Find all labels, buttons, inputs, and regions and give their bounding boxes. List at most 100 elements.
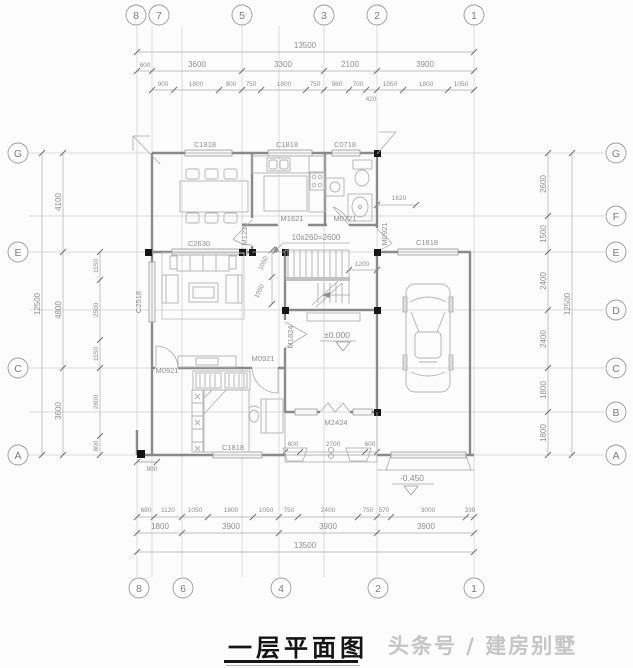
dimension-texts: 13500 600 3600 3300 2100 3900 900 1800 9… <box>33 41 572 550</box>
dim: 3900 <box>222 522 240 531</box>
dim: 750 <box>310 81 321 88</box>
entry-door-label: M2424 <box>325 418 348 427</box>
axis-bubble-bottom-2 <box>367 577 389 599</box>
dimension-lines <box>41 51 573 553</box>
bedroom-door-left-label: M0921 <box>156 366 179 375</box>
axis-label: 4 <box>278 583 284 595</box>
footer: 一层平面图 头条号 / 建房别墅 <box>0 626 633 668</box>
axis-label: A <box>14 450 21 462</box>
axis-label: D <box>612 305 620 317</box>
bedroom-door-left-swing <box>155 345 179 369</box>
dim: 2100 <box>341 60 359 69</box>
axis-label: 3 <box>321 10 327 22</box>
dim: 2400 <box>539 272 548 290</box>
dim: 600 <box>140 62 151 69</box>
axis-bubble-right-B <box>605 401 627 423</box>
hall-door-label: M1824 <box>286 326 295 349</box>
bath-window-label: C0718 <box>334 140 356 149</box>
axis-label: 7 <box>156 10 162 22</box>
dim: 1150 <box>93 347 100 361</box>
stair-arrow <box>322 292 330 298</box>
axis-label: C <box>14 363 22 375</box>
axis-bubble-right-E <box>605 241 627 263</box>
dim: 800 <box>147 466 158 473</box>
hall-cabinet <box>306 312 361 322</box>
dim-bottom-total: 13500 <box>294 541 317 550</box>
dim: 1800 <box>151 522 169 531</box>
axis-label: 1 <box>471 583 477 595</box>
axis-label: 5 <box>239 10 245 22</box>
dim: 3600 <box>54 402 63 420</box>
axis-bubble-bottom-6 <box>172 577 194 599</box>
dim: 3900 <box>416 60 434 69</box>
bedroom-door-right-swing <box>251 367 279 394</box>
dim: 1050 <box>188 507 203 514</box>
opening-labels: C1818 C1818 C0718 C2630 C2518 C1818 C181… <box>134 140 438 452</box>
dim: 900 <box>226 81 237 88</box>
axis-label: 2 <box>374 10 380 22</box>
dim: 3600 <box>188 60 206 69</box>
axis-bubble-bottom-1 <box>463 577 485 599</box>
entry-door-fold <box>319 402 351 413</box>
axis-bubble-right-D <box>605 299 627 321</box>
dining-set <box>179 168 249 224</box>
dim-top-total: 13500 <box>294 41 317 50</box>
axis-bubble-left-E <box>7 241 29 263</box>
dim: 1500 <box>539 225 548 243</box>
axis-bubble-top-3 <box>313 4 335 26</box>
dim: 2400 <box>321 507 336 514</box>
axis-label: G <box>612 148 620 160</box>
axis-bubble-left-C <box>7 357 29 379</box>
level-markers: ±0.000 -0.450 <box>320 330 434 496</box>
outdoor-level-triangle <box>403 485 419 496</box>
axis-label: E <box>612 247 619 259</box>
kitchen-door-label: M1621 <box>281 214 304 223</box>
dim: 4800 <box>54 301 63 319</box>
dim: 1800 <box>539 381 548 399</box>
stairs <box>252 242 350 308</box>
axis-bubble-right-C <box>605 357 627 379</box>
dim: 1050 <box>253 283 266 299</box>
dining-window-label: C1818 <box>194 140 216 149</box>
indoor-level-text: ±0.000 <box>324 330 350 340</box>
axis-bubble-bottom-4 <box>270 577 292 599</box>
axis-label: F <box>613 211 619 223</box>
axis-bubble-left-G <box>7 142 29 164</box>
watermark-text: 头条号 / 建房别墅 <box>388 633 578 658</box>
dim: 1800 <box>224 507 239 514</box>
dim: 1800 <box>419 81 434 88</box>
axis-bubble-top-7 <box>148 4 170 26</box>
dining-door-swing <box>232 219 253 246</box>
porch-and-site <box>132 131 474 471</box>
bathroom-fixtures <box>325 159 373 222</box>
dim: 600 <box>288 441 299 448</box>
hall-door-swing <box>284 321 308 349</box>
dim: 750 <box>246 81 257 88</box>
dim: 330 <box>465 507 476 514</box>
bedroom-window-label: C1818 <box>222 443 244 452</box>
dim: 700 <box>353 81 364 88</box>
dimension-ticks <box>38 48 576 556</box>
axis-bubble-right-G <box>605 142 627 164</box>
dim: 900 <box>158 81 169 88</box>
dim: 1050 <box>257 255 270 271</box>
dim: 750 <box>363 507 374 514</box>
dim-top-sub: 420 <box>366 96 377 103</box>
dim: 2500 <box>93 302 100 317</box>
dim: 2400 <box>539 330 548 348</box>
stair-note-arrow <box>272 246 279 254</box>
garage-window-label: C1818 <box>416 238 438 247</box>
title-underline <box>224 660 358 663</box>
dim: 1050 <box>383 81 398 88</box>
dim: 1050 <box>259 507 274 514</box>
car <box>402 283 454 393</box>
page-title: 一层平面图 <box>228 633 368 662</box>
bedroom-furniture <box>191 370 284 453</box>
axis-bubble-right-A <box>605 444 627 466</box>
axis-label: G <box>14 148 22 160</box>
stair-note: 10x260=2600 <box>292 233 341 242</box>
axis-label: 8 <box>136 583 142 595</box>
dim-right-total: 12500 <box>563 292 572 315</box>
dim: 750 <box>284 507 295 514</box>
